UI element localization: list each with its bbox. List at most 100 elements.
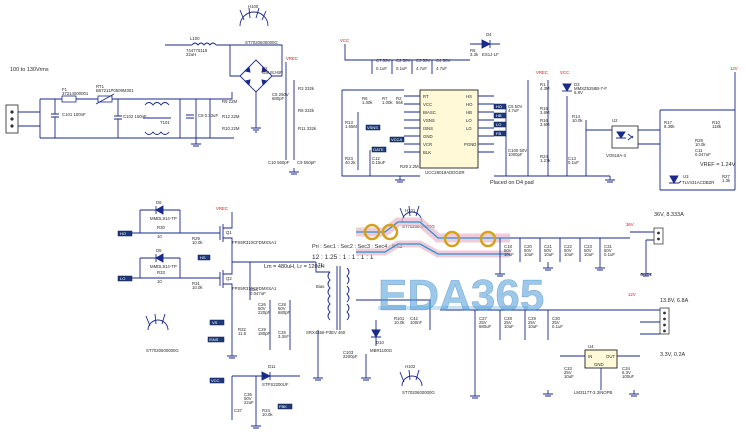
pfc-controller-u1: RT VCC BIASC VSNS ISNS GND VCR BLK HS HO…	[404, 89, 494, 175]
svg-text:0.1uF: 0.1uF	[376, 66, 387, 71]
svg-text:Q2: Q2	[226, 276, 232, 281]
svg-text:0.047uF: 0.047uF	[695, 152, 711, 157]
svg-text:C9 560pF: C9 560pF	[297, 160, 316, 165]
inductor-l100: L100 744775118 22uH	[165, 36, 230, 57]
mosfet-q2: Q2 FPS5R310CFDMXSA1	[219, 262, 277, 298]
svg-text:C29: C29	[258, 327, 266, 332]
svg-text:LO: LO	[466, 118, 472, 123]
svg-text:180pF: 180pF	[258, 331, 271, 336]
svg-text:LO: LO	[120, 276, 125, 281]
svg-text:C28: C28	[278, 302, 286, 307]
svg-text:C24: C24	[250, 287, 258, 292]
svg-text:3.6M: 3.6M	[540, 110, 550, 115]
svg-text:R3 332k: R3 332k	[298, 86, 315, 91]
svg-text:1.27k: 1.27k	[540, 158, 551, 163]
svg-text:10.0k: 10.0k	[262, 412, 273, 417]
svg-text:C28: C28	[504, 316, 512, 321]
svg-text:VCC: VCC	[423, 102, 432, 107]
svg-text:6.3V: 6.3V	[622, 370, 631, 375]
svg-text:R23: R23	[345, 156, 353, 161]
svg-text:3.6M: 3.6M	[540, 122, 550, 127]
svg-text:MMDL914-TP: MMDL914-TP	[150, 264, 177, 269]
svg-text:10uF: 10uF	[564, 252, 574, 257]
svg-text:10.0k: 10.0k	[572, 118, 583, 123]
svg-text:STPS2200UF: STPS2200UF	[262, 382, 289, 387]
svg-text:0.1uF: 0.1uF	[552, 324, 563, 329]
mosfet-q1: Q1 FPS5R310CFDMXSA1	[219, 214, 277, 252]
net-tag-ho: HO	[493, 103, 507, 110]
svg-text:D4: D4	[486, 32, 492, 37]
svg-text:U3: U3	[683, 174, 689, 179]
svg-text:10uF: 10uF	[528, 324, 538, 329]
svg-text:C100 50V: C100 50V	[508, 148, 527, 153]
svg-text:HS: HS	[466, 94, 472, 99]
svg-text:D11: D11	[268, 364, 276, 369]
svg-text:10.0k: 10.0k	[695, 142, 706, 147]
svg-text:HB: HB	[466, 110, 472, 115]
svg-text:4.7uF: 4.7uF	[508, 108, 519, 113]
svg-text:C34: C34	[622, 366, 630, 371]
svg-text:R30: R30	[157, 225, 165, 230]
svg-text:C5 250V: C5 250V	[272, 92, 289, 97]
svg-text:R2: R2	[396, 96, 402, 101]
svg-text:100nF: 100nF	[410, 320, 423, 325]
svg-text:36V: 36V	[626, 222, 634, 227]
svg-text:IN: IN	[588, 354, 592, 359]
svg-text:H102: H102	[405, 364, 416, 369]
svg-text:R6: R6	[362, 96, 368, 101]
svg-text:50V: 50V	[524, 248, 532, 253]
svg-text:0.047uF: 0.047uF	[250, 291, 266, 296]
svg-text:HB: HB	[496, 113, 502, 118]
svg-text:3.3nF: 3.3nF	[278, 334, 289, 339]
svg-text:R8 332k: R8 332k	[298, 108, 315, 113]
net-tag-ho-bottom: HO	[117, 230, 133, 237]
svg-text:R14: R14	[572, 114, 580, 119]
svg-text:Bias: Bias	[316, 284, 324, 289]
bridge-rectifier-d2: D2 GBU8J-BP	[229, 44, 283, 122]
svg-text:C25: C25	[278, 330, 286, 335]
svg-text:VREC: VREC	[216, 206, 228, 211]
svg-text:50V: 50V	[504, 248, 512, 253]
svg-text:OUT: OUT	[606, 354, 615, 359]
svg-text:C36: C36	[244, 392, 252, 397]
diode-d10: D10 MBR1100G	[370, 320, 393, 353]
eda365-watermark: EDA365	[378, 271, 545, 321]
svg-text:GND: GND	[423, 134, 433, 139]
svg-text:0.1uF: 0.1uF	[604, 252, 615, 257]
net-tag-isns-bottom: ISNS	[207, 336, 225, 343]
diode-d4: D4 ES1J-LF	[470, 32, 500, 57]
heatsink-h100: H100 ST7020600000G	[239, 4, 278, 45]
net-tag-fbk: FBK	[277, 403, 293, 410]
svg-text:LG: LG	[466, 126, 472, 131]
svg-text:C29: C29	[528, 316, 536, 321]
svg-text:MBR1100G: MBR1100G	[370, 348, 393, 353]
svg-text:0.15uF: 0.15uF	[372, 160, 386, 165]
svg-text:10uF: 10uF	[504, 324, 514, 329]
svg-text:10.0k: 10.0k	[192, 240, 203, 245]
svg-text:RT: RT	[423, 94, 429, 99]
output-connector-36v	[653, 227, 664, 245]
svg-text:R29: R29	[192, 236, 200, 241]
ground-symbols-top	[191, 122, 615, 183]
svg-text:1.00k: 1.00k	[362, 100, 373, 105]
svg-text:C13: C13	[568, 156, 576, 161]
svg-text:R16: R16	[540, 118, 548, 123]
ldo-regulator-u4: U4 IN OUT GND LM3117T-3.3/NOPB	[560, 344, 640, 395]
common-mode-choke: T101	[143, 102, 171, 135]
svg-text:U2: U2	[612, 118, 618, 123]
svg-text:11.5: 11.5	[238, 331, 247, 336]
svg-text:C11: C11	[695, 148, 703, 153]
svg-text:C4 50V: C4 50V	[436, 58, 450, 63]
svg-text:VSNS: VSNS	[423, 118, 435, 123]
diode-d11: D11 STPS2200UF	[232, 364, 300, 387]
svg-text:GND: GND	[594, 362, 604, 367]
svg-text:BIASC: BIASC	[423, 110, 436, 115]
svg-text:10uF: 10uF	[564, 374, 574, 379]
svg-text:50V: 50V	[278, 306, 286, 311]
svg-text:BLK: BLK	[423, 150, 431, 155]
svg-text:SRX4466-P3EV 460: SRX4466-P3EV 460	[306, 330, 346, 335]
svg-text:680uF: 680uF	[479, 324, 492, 329]
x-capacitor-c102: C102 100nF	[114, 99, 147, 138]
net-tag-fb: FB	[493, 130, 507, 137]
